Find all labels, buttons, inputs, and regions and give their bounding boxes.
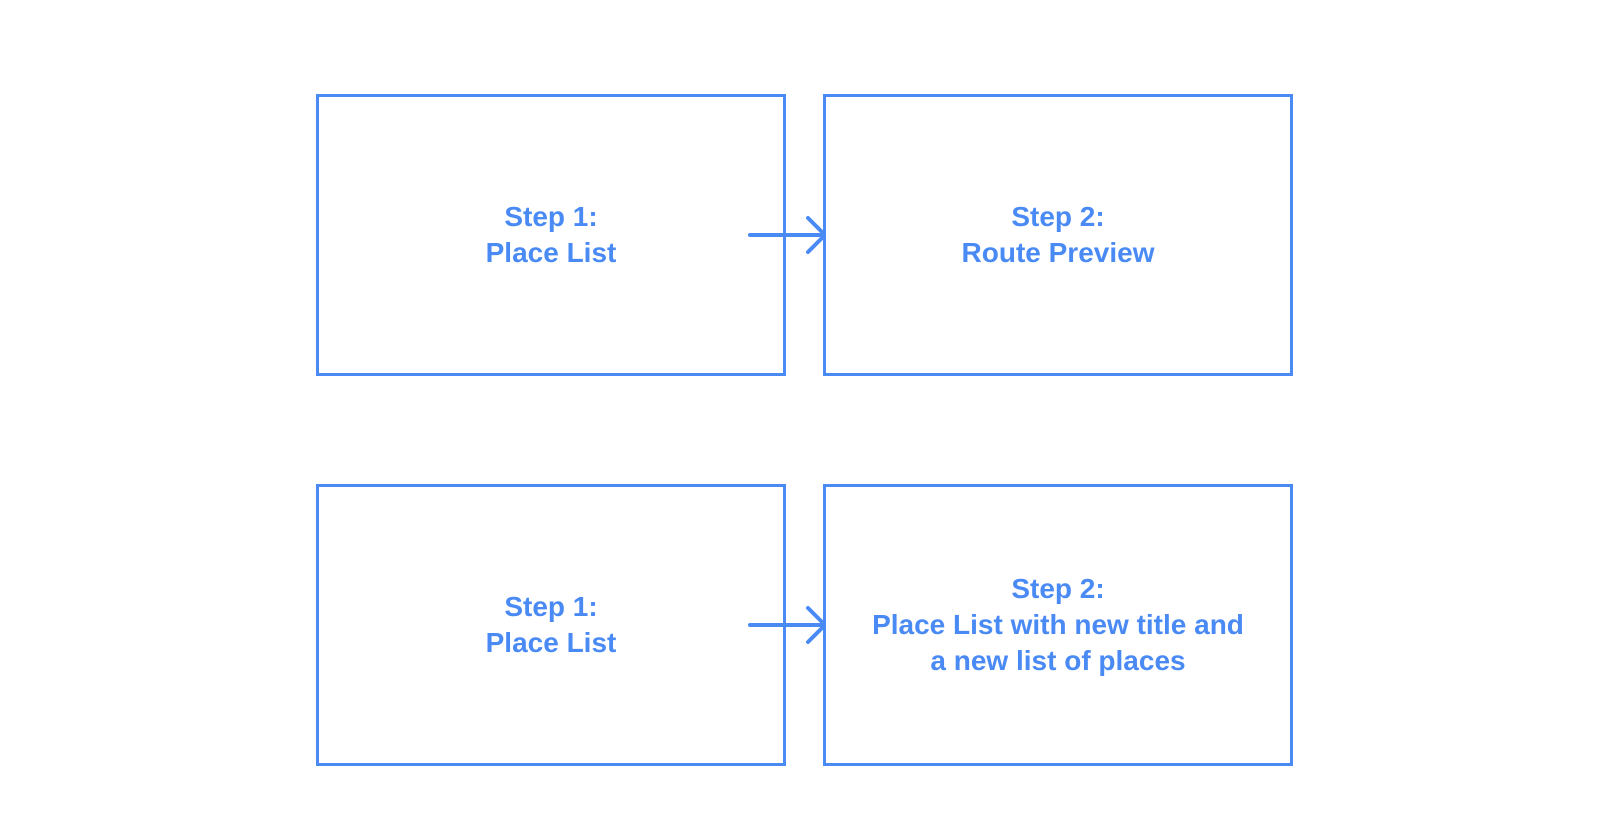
step-1-label: Step 1: Place List	[486, 589, 617, 661]
step-description: Place List	[485, 237, 617, 268]
step-description: Route Preview	[961, 237, 1155, 268]
step-title: Step 1:	[504, 591, 598, 622]
step-description: Place List with new title and	[872, 609, 1244, 640]
step-1-box: Step 1: Place List	[316, 484, 786, 766]
step-2-label: Step 2: Route Preview	[962, 199, 1155, 271]
step-1-box: Step 1: Place List	[316, 94, 786, 376]
right-arrow-icon	[748, 216, 827, 254]
step-title: Step 2:	[1011, 201, 1105, 232]
step-description: Place List	[485, 627, 617, 658]
step-2-box: Step 2: Place List with new title and a …	[823, 484, 1293, 766]
step-title: Step 1:	[504, 201, 598, 232]
step-1-label: Step 1: Place List	[486, 199, 617, 271]
step-2-box: Step 2: Route Preview	[823, 94, 1293, 376]
step-2-label: Step 2: Place List with new title and a …	[872, 571, 1244, 679]
right-arrow-icon	[748, 606, 827, 644]
step-title: Step 2:	[1011, 573, 1105, 604]
step-description: a new list of places	[930, 645, 1186, 676]
